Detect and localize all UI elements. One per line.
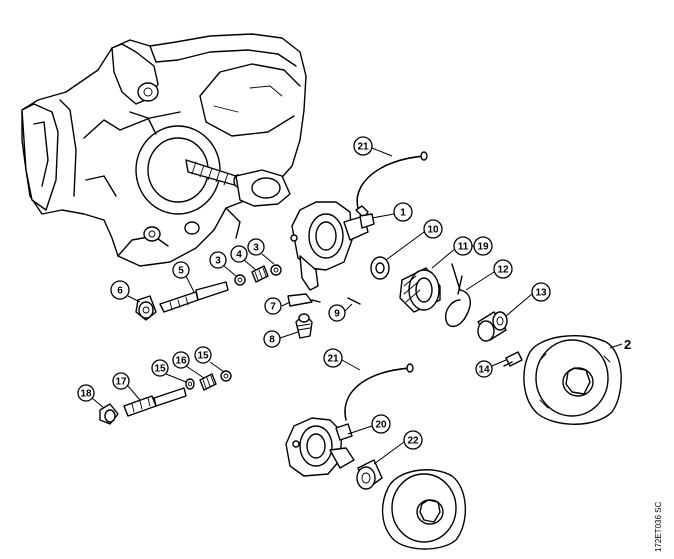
sprocket-label: 2: [624, 337, 631, 352]
callout-12: 12: [465, 259, 513, 291]
reference-code: 172ET036 SC: [654, 502, 663, 552]
callout-label: 15: [154, 364, 166, 375]
callout-18: 18: [77, 384, 105, 409]
fitting-part-1: [359, 213, 375, 229]
callout-label: 16: [175, 356, 187, 367]
callout-3-left: 3: [209, 251, 237, 277]
callout-label: 12: [497, 265, 509, 276]
callout-4: 4: [230, 245, 257, 271]
callout-label: 13: [535, 288, 547, 299]
callout-label: 15: [197, 351, 209, 362]
callout-5: 5: [172, 261, 195, 293]
oil-pump-upper: [290, 201, 369, 291]
callout-label: 20: [375, 420, 387, 431]
callout-8: 8: [263, 330, 299, 348]
callout-9: 9: [328, 303, 353, 322]
callout-label: 18: [80, 389, 92, 400]
lower-adjusting-assembly: [99, 370, 232, 425]
callout-label: 21: [357, 142, 369, 153]
callout-label: 8: [269, 335, 275, 346]
oil-hose-lower: [344, 363, 414, 421]
callout-label: 21: [327, 354, 339, 365]
plug-part-8: [295, 313, 313, 339]
callout-label: 17: [115, 377, 127, 388]
callout-label: 14: [478, 365, 490, 376]
callout-label: 7: [270, 302, 276, 313]
callout-14: 14: [475, 359, 507, 378]
callout-19: 19: [472, 236, 493, 256]
callout-15-left: 15: [151, 359, 187, 383]
callout-1: 1: [371, 202, 413, 222]
callout-16: 16: [172, 351, 205, 379]
callout-10: 10: [385, 219, 443, 261]
callout-label: 3: [253, 243, 259, 254]
sprocket-lower: [381, 469, 467, 550]
callout-label: 9: [334, 309, 340, 320]
spring-clip-part-12: [445, 263, 471, 327]
crankcase-housing: [21, 33, 307, 267]
callout-label: 3: [215, 256, 221, 267]
callout-13: 13: [505, 282, 551, 317]
callout-21-lower: 21: [323, 348, 361, 371]
bushing-part-22: [356, 459, 383, 490]
callout-6: 6: [110, 280, 141, 303]
callout-label: 1: [400, 208, 406, 219]
pin-part-9: [347, 297, 361, 305]
callout-17: 17: [112, 372, 141, 401]
adjusting-screw-assembly: [135, 264, 282, 321]
callout-label: 11: [458, 242, 469, 253]
callout-7: 7: [264, 297, 291, 315]
bearing-part-13: [477, 311, 508, 342]
callout-3-right: 3: [247, 238, 275, 265]
worm-gear-part-11: [399, 267, 441, 313]
callout-21-upper: 21: [353, 136, 393, 157]
callout-label: 4: [236, 250, 242, 261]
washer-part-10: [370, 256, 390, 280]
oil-hose-upper: [356, 151, 428, 209]
callout-20: 20: [347, 414, 391, 435]
screw-part-14: [503, 351, 523, 367]
callout-label: 19: [477, 242, 489, 253]
oil-pump-lower: [285, 417, 355, 477]
callout-label: 5: [178, 266, 184, 277]
sprocket-part-2: [523, 335, 623, 425]
callout-15-right: 15: [194, 346, 225, 373]
valve-part-7: [287, 293, 321, 307]
callout-22: 22: [373, 430, 423, 465]
callout-label: 6: [117, 286, 123, 297]
callout-label: 22: [407, 436, 419, 447]
callout-label: 10: [427, 225, 439, 236]
